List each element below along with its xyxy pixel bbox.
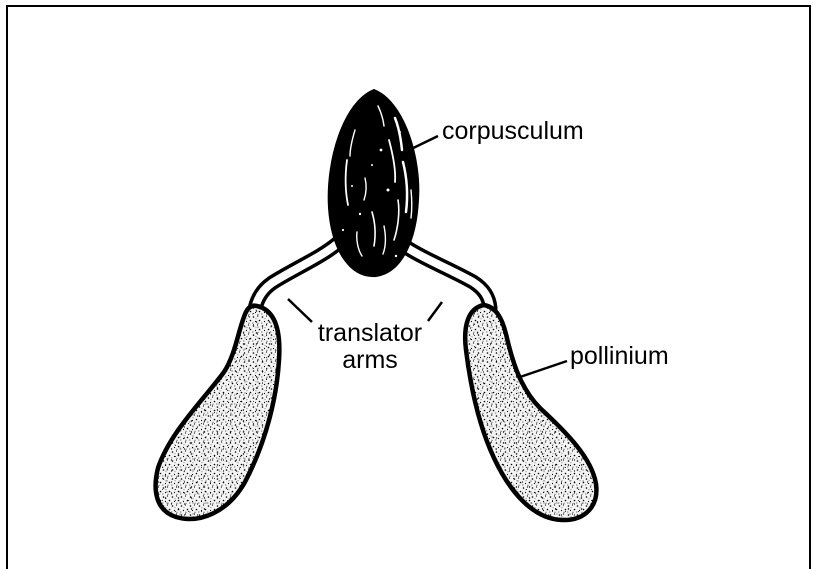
corpusculum-body bbox=[329, 90, 419, 276]
translator-left-leader-line bbox=[288, 299, 312, 322]
translator-label-line2: arms bbox=[342, 346, 398, 374]
right-translator-arm bbox=[406, 247, 490, 308]
translator-label-line1: translator bbox=[318, 319, 422, 347]
translator-right-leader-line bbox=[428, 302, 442, 321]
right-pollinium bbox=[465, 305, 596, 520]
corpusculum-label: corpusculum bbox=[442, 117, 584, 145]
left-pollinium bbox=[156, 306, 280, 519]
pollinium-leader-line bbox=[520, 361, 567, 377]
figure-frame bbox=[7, 6, 810, 569]
pollinium-label: pollinium bbox=[570, 342, 669, 370]
left-translator-arm bbox=[255, 243, 338, 309]
